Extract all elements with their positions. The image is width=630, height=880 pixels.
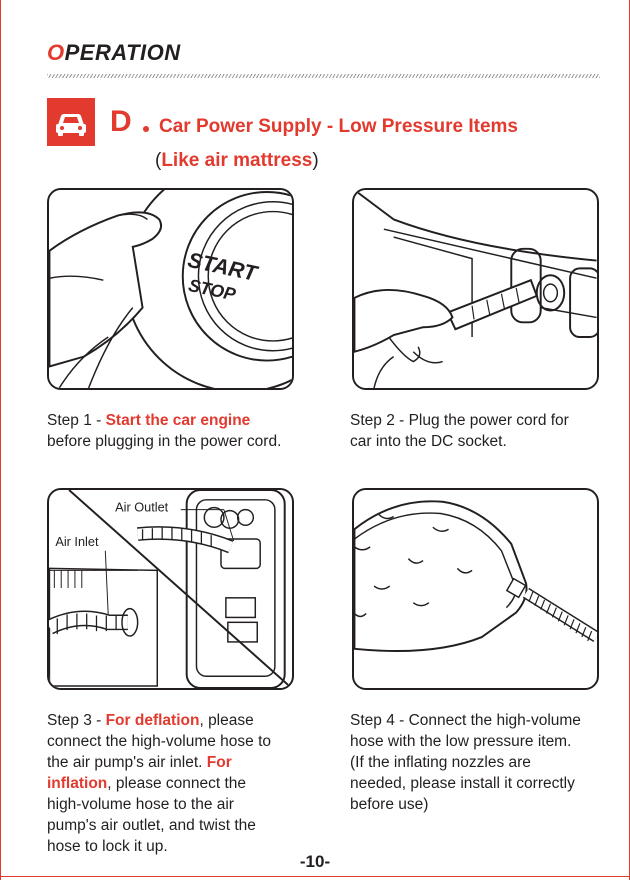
illustration-plug-dc-socket [352, 188, 599, 390]
illustration-mattress-hose [352, 488, 599, 690]
section-bullet [143, 126, 149, 132]
subtitle-close-paren: ) [312, 150, 319, 171]
subtitle-open-paren: ( [155, 150, 162, 171]
step-3-line7: hose to lock it up. [47, 838, 168, 855]
step-3-after-inflation: , please connect the [107, 775, 247, 792]
step-3-line5: high-volume hose to the air [47, 796, 234, 813]
step-3-prefix: Step 3 - [47, 712, 106, 729]
step-4-line5: before use) [350, 796, 429, 813]
step-4-line1: Step 4 - Connect the high-volume [350, 712, 581, 729]
step-4-text: Step 4 - Connect the high-volume hose wi… [350, 710, 615, 815]
air-outlet-label: Air Outlet [115, 500, 169, 515]
step-3-line6: pump's air outlet, and twist the [47, 817, 256, 834]
step-4-line2: hose with the low pressure item. [350, 733, 572, 750]
header-divider [47, 74, 600, 78]
car-icon [47, 98, 95, 146]
section-title: Car Power Supply - Low Pressure Items [159, 116, 518, 137]
step-1-prefix: Step 1 - [47, 412, 106, 429]
step-1-rest: before plugging in the power cord. [47, 433, 282, 450]
step-1-highlight: Start the car engine [105, 412, 251, 429]
step-3-highlight-for: For [206, 754, 232, 771]
illustration-start-engine: START STOP [47, 188, 294, 390]
left-border-rule [0, 0, 1, 880]
step-4-line3: (If the inflating nozzles are [350, 754, 531, 771]
step-2-line2: car into the DC socket. [350, 433, 507, 450]
step-4-line4: needed, please install it correctly [350, 775, 575, 792]
section-letter: D [110, 105, 132, 138]
title-rest: PERATION [64, 40, 181, 65]
step-3-line3: the air pump's air inlet. [47, 754, 207, 771]
step-1-text: Step 1 - Start the car engine before plu… [47, 410, 317, 452]
page-number: -10- [299, 852, 331, 871]
illustration-air-inlet-outlet: Air Outlet Air Inlet [47, 488, 294, 690]
bottom-border-rule [0, 876, 630, 877]
step-3-after-deflation: , please [199, 712, 254, 729]
step-3-highlight-inflation: inflation [47, 775, 108, 792]
subtitle-text: Like air mattress [161, 150, 313, 171]
step-2-text: Step 2 - Plug the power cord for car int… [350, 410, 610, 452]
step-3-highlight-deflation: For deflation [105, 712, 200, 729]
title-first-letter: O [47, 40, 65, 65]
step-3-line2: connect the high-volume hose to [47, 733, 272, 750]
section-subtitle: (Like air mattress) [155, 150, 319, 172]
step-3-text: Step 3 - For deflation, please connect t… [47, 710, 317, 857]
air-inlet-label: Air Inlet [55, 534, 99, 549]
step-2-line1: Step 2 - Plug the power cord for [350, 412, 569, 429]
page-title: OPERATION [47, 40, 181, 66]
